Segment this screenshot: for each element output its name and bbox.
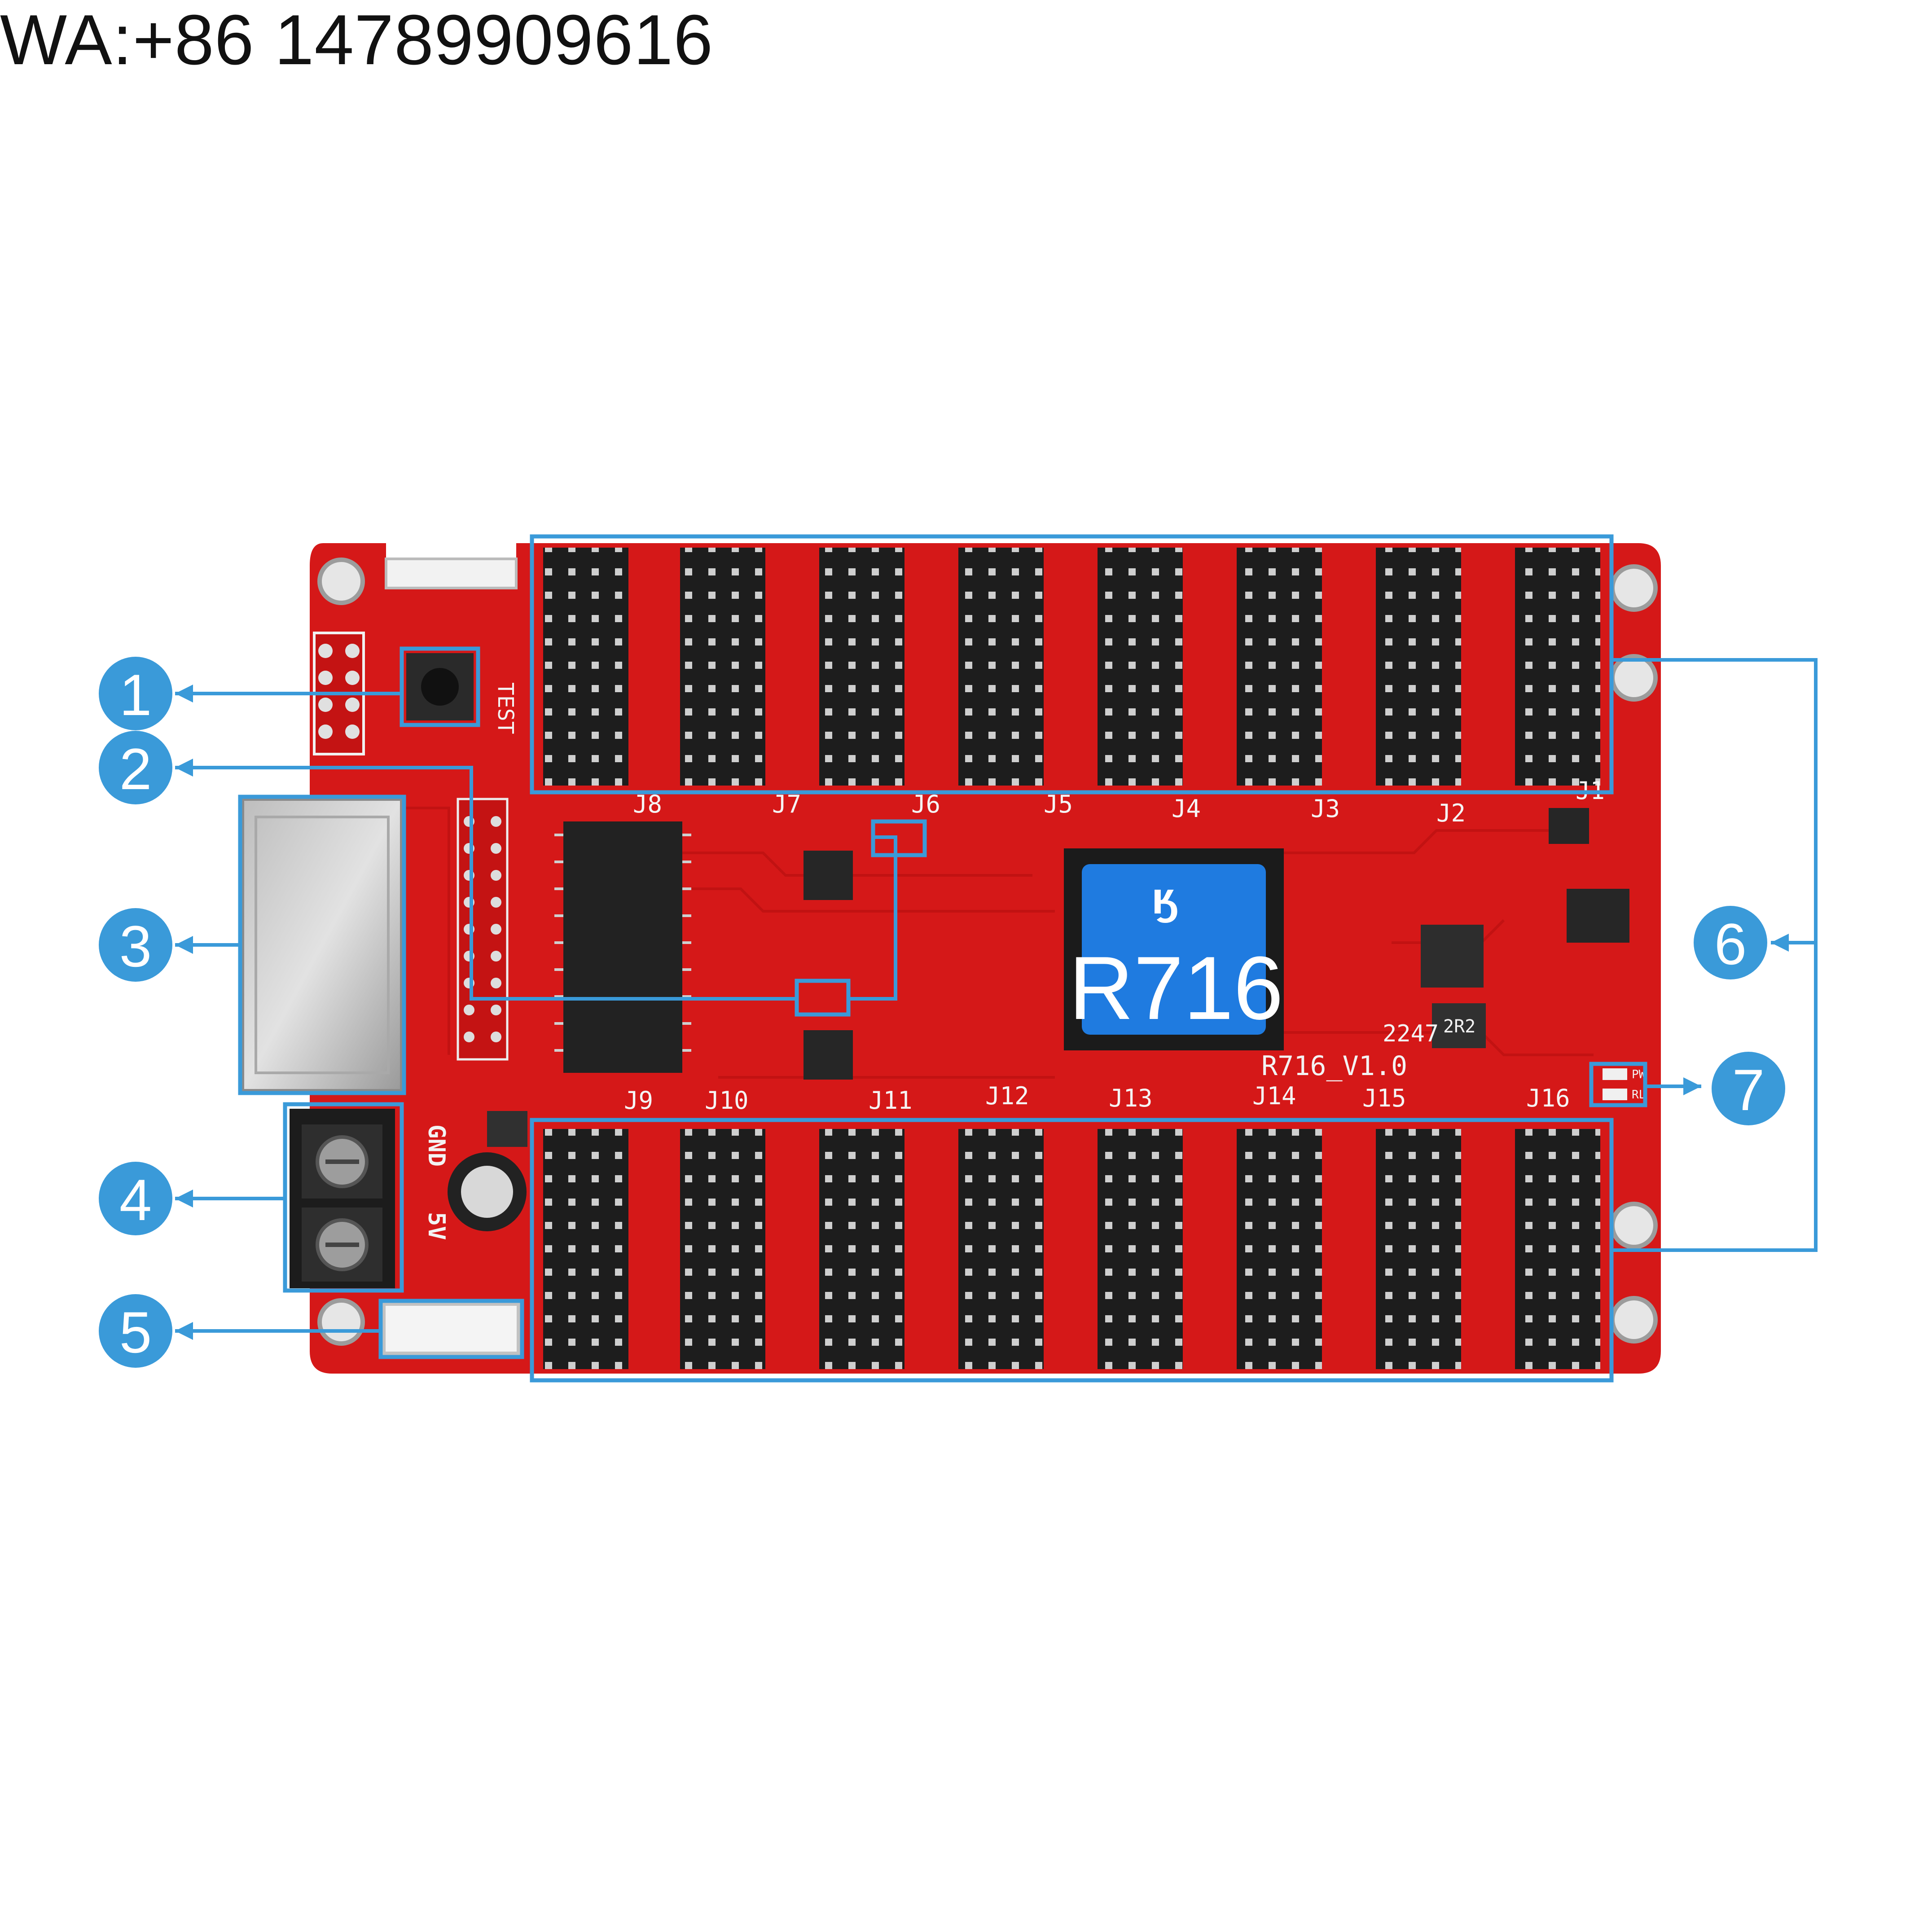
callout-1: 1 — [99, 657, 172, 730]
leader-6 — [1611, 658, 1818, 1252]
chip-model-label: R716 — [1069, 938, 1283, 1038]
small-chip-right-1 — [1549, 808, 1589, 844]
electrolytic-capacitor — [448, 1152, 527, 1231]
label-j14: J14 — [1252, 1082, 1296, 1110]
rj45-port — [241, 797, 404, 1093]
inductor-label: 2R2 — [1443, 1016, 1475, 1037]
bottom-hub-connectors — [543, 1129, 1600, 1369]
callout-5: 5 — [99, 1294, 172, 1368]
status-leds — [1603, 1068, 1627, 1100]
callout-7: 7 — [1712, 1052, 1785, 1125]
callout-6-number: 6 — [1714, 911, 1747, 977]
frame-test-button — [400, 646, 480, 727]
leader-2-upper — [848, 835, 897, 1001]
label-j13: J13 — [1109, 1084, 1153, 1112]
regulator-chip — [1421, 925, 1484, 988]
qfn-chip-upper — [804, 851, 853, 900]
callout-2: 2 — [99, 731, 172, 804]
power-terminal-block — [290, 1109, 395, 1288]
bottom-small-connector — [382, 1302, 520, 1355]
inductor-left — [487, 1111, 527, 1147]
label-j16: J16 — [1526, 1084, 1570, 1112]
top-hub-connectors — [543, 548, 1600, 786]
callout-3: 3 — [99, 908, 172, 982]
pcb-board — [310, 543, 1661, 1374]
version-label: R716_V1.0 — [1261, 1050, 1407, 1082]
chip-logo-glyph: ӄ — [1151, 873, 1178, 923]
label-j8: J8 — [633, 790, 662, 818]
memory-chip — [554, 821, 691, 1073]
callout-3-number: 3 — [119, 913, 152, 979]
callout-1-number: 1 — [119, 662, 152, 728]
callout-6: 6 — [1694, 906, 1767, 979]
callout-7-number: 7 — [1732, 1057, 1765, 1123]
test-label: TEST — [493, 682, 518, 734]
callout-4-number: 4 — [119, 1167, 152, 1233]
label-j3: J3 — [1311, 795, 1340, 823]
label-j6: J6 — [911, 790, 940, 818]
label-j15: J15 — [1362, 1084, 1406, 1112]
label-j9: J9 — [624, 1086, 653, 1115]
callout-5-number: 5 — [119, 1300, 152, 1365]
inductor — [1432, 1003, 1486, 1048]
label-j2: J2 — [1436, 799, 1466, 827]
label-j12: J12 — [985, 1082, 1029, 1110]
label-j10: J10 — [705, 1086, 749, 1115]
vertical-pin-strip — [457, 798, 509, 1061]
main-controller-chip: ӄ — [1064, 848, 1284, 1050]
leader-2 — [175, 766, 797, 1001]
frame-top-connectors — [530, 534, 1614, 795]
test-button — [406, 653, 474, 720]
gnd-label: GND — [423, 1124, 450, 1167]
mounting-holes — [317, 558, 1658, 1346]
qfn-chip-lower — [804, 1030, 853, 1080]
date-code: 2247 — [1383, 1020, 1439, 1047]
contact-text: WA:+86 14789909616 — [0, 0, 714, 79]
frame-bottom-connector — [378, 1299, 524, 1359]
label-j5: J5 — [1044, 790, 1073, 818]
5v-label: 5V — [423, 1212, 450, 1240]
callout-4: 4 — [99, 1162, 172, 1235]
top-small-connector — [385, 558, 518, 589]
callout-2-number: 2 — [119, 736, 152, 802]
callout-arrowheads — [175, 685, 1789, 1340]
label-j11: J11 — [869, 1086, 913, 1115]
label-j4: J4 — [1172, 795, 1201, 823]
label-j7: J7 — [772, 790, 801, 818]
small-chip-right-2 — [1567, 889, 1629, 943]
